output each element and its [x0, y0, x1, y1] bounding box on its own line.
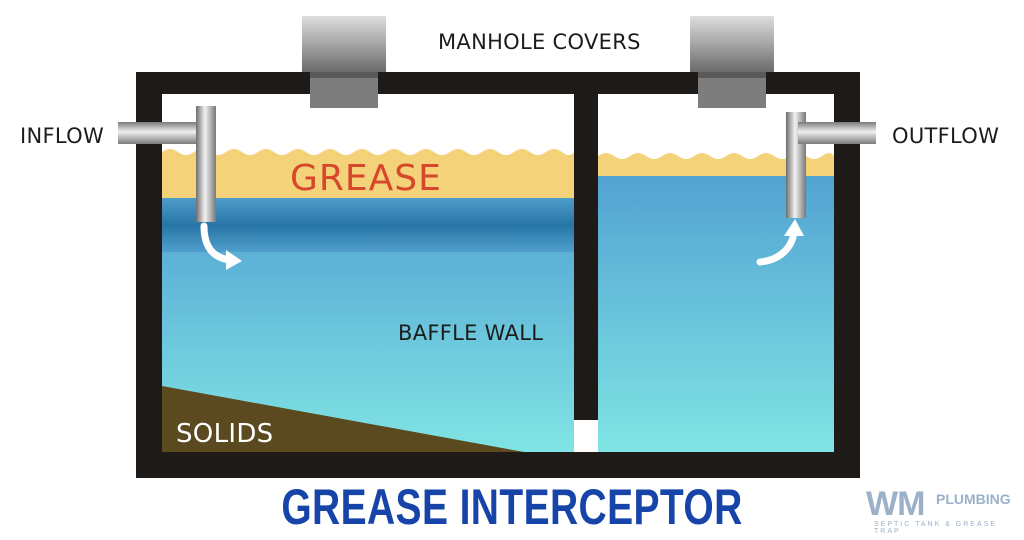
water-band-left: [162, 198, 574, 252]
solids-layer: [162, 386, 524, 452]
brand-tagline: SEPTIC TANK & GREASE TRAP: [874, 521, 997, 535]
grease-layer-left: [162, 149, 574, 198]
inflow-arrow-icon: [200, 222, 242, 270]
outflow-pipe: [786, 112, 876, 218]
solids-label: SOLIDS: [176, 419, 274, 449]
grease-layer-right: [598, 153, 834, 176]
outflow-arrow-icon: [756, 219, 804, 266]
brand-subtitle: PLUMBING: [936, 491, 1011, 507]
brand-name: WM: [866, 485, 925, 523]
diagram-title: GREASE INTERCEPTOR: [281, 479, 743, 535]
brand-logo: WM PLUMBING SEPTIC TANK & GREASE TRAP: [866, 485, 1016, 535]
baffle-wall-label: BAFFLE WALL: [398, 321, 544, 345]
inflow-pipe: [118, 106, 216, 222]
inflow-label: INFLOW: [20, 124, 105, 148]
baffle-wall: [574, 94, 598, 420]
manhole-cover-right: [690, 16, 774, 108]
grease-label: GREASE: [290, 158, 442, 199]
manhole-cover-left: [302, 16, 386, 108]
outflow-label: OUTFLOW: [892, 124, 1000, 148]
manhole-covers-label: MANHOLE COVERS: [438, 30, 641, 54]
